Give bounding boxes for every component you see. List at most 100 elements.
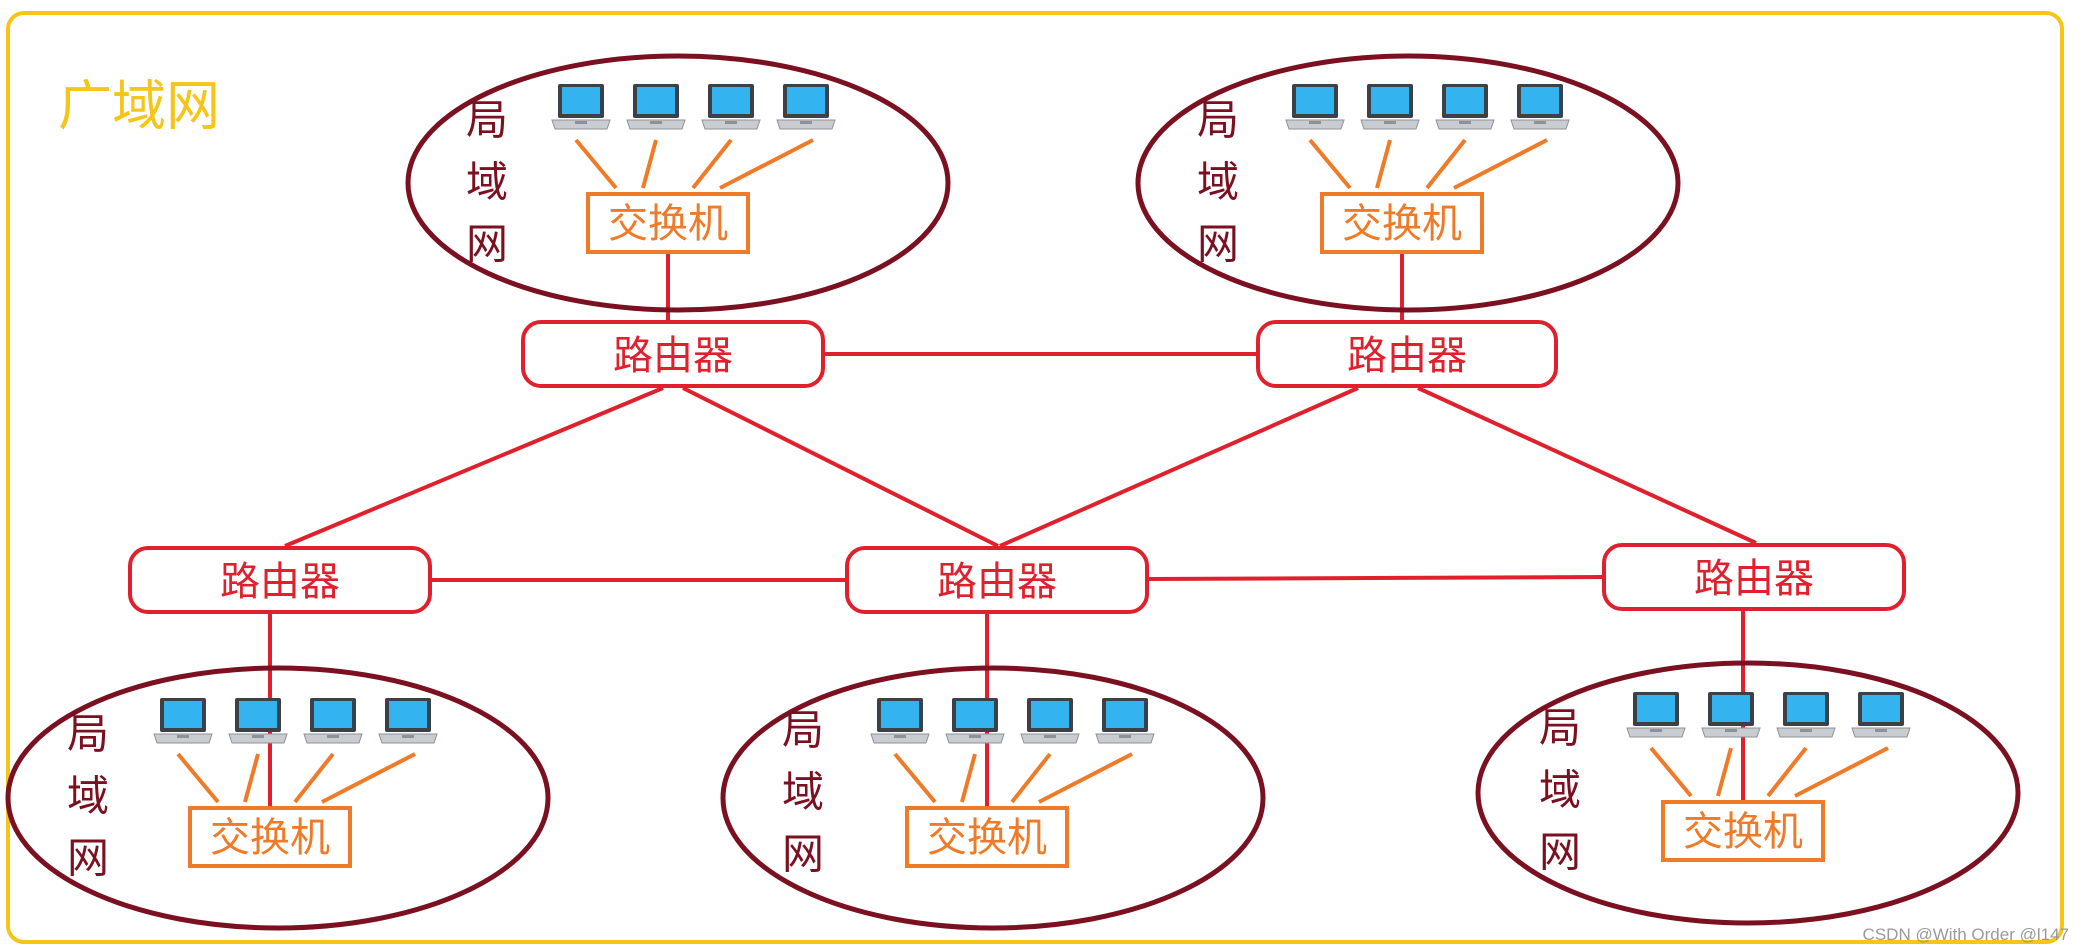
lan-label-char: 网 bbox=[782, 830, 824, 879]
laptop-icon bbox=[1020, 698, 1080, 744]
router-bottom-mid: 路由器 bbox=[845, 546, 1149, 614]
lan-top-left: 局域网 交换机 bbox=[405, 53, 951, 322]
switch-cable bbox=[1375, 139, 1392, 189]
router-box bbox=[1602, 543, 1906, 611]
laptop-icon bbox=[303, 698, 363, 744]
laptop-icon bbox=[701, 84, 761, 130]
lan-boundary bbox=[1475, 660, 2021, 926]
router-box bbox=[521, 320, 825, 388]
laptop-icon bbox=[153, 698, 213, 744]
laptop-icon bbox=[1701, 692, 1761, 738]
switch-box bbox=[905, 806, 1069, 868]
switch-cable bbox=[719, 138, 814, 190]
laptop-icon bbox=[945, 698, 1005, 744]
lan-label-char: 域 bbox=[782, 768, 824, 817]
switch-cable bbox=[321, 752, 416, 804]
watermark: CSDN @With Order @l147 bbox=[1862, 925, 2069, 944]
switch-label: 交换机 bbox=[210, 815, 330, 861]
lan-label-char: 网 bbox=[466, 220, 508, 269]
switch-box bbox=[1320, 192, 1484, 254]
laptop-icon bbox=[551, 84, 611, 130]
switch-cable bbox=[1038, 752, 1133, 804]
switch-box bbox=[1661, 800, 1825, 862]
switch-label: 交换机 bbox=[1342, 201, 1462, 247]
lan-label-char: 局 bbox=[782, 706, 824, 755]
laptop-icon bbox=[1095, 698, 1155, 744]
router-box bbox=[845, 546, 1149, 614]
switch-cable bbox=[1794, 746, 1889, 798]
laptop-icon bbox=[1776, 692, 1836, 738]
switch-cable bbox=[574, 138, 618, 190]
switch-cable bbox=[641, 139, 658, 189]
switch-cable bbox=[1010, 752, 1052, 804]
laptop-icon bbox=[1510, 84, 1570, 130]
laptop-icon bbox=[626, 84, 686, 130]
lan-label-char: 局 bbox=[1197, 96, 1239, 145]
switch-cable bbox=[893, 752, 937, 804]
lan-label-char: 网 bbox=[1539, 828, 1581, 877]
lan-label-char: 域 bbox=[1197, 158, 1239, 207]
switch-cable bbox=[1649, 746, 1693, 798]
lan-label-char: 域 bbox=[67, 772, 109, 821]
lan-label-char: 域 bbox=[466, 158, 508, 207]
router-links bbox=[284, 352, 1757, 582]
switch-cable bbox=[1453, 138, 1548, 190]
lan-label-char: 网 bbox=[67, 834, 109, 883]
lan-label-char: 网 bbox=[1197, 220, 1239, 269]
switch-cable bbox=[1766, 746, 1808, 798]
lan-bottom-mid: 局域网 交换机 bbox=[720, 612, 1266, 931]
switch-box bbox=[188, 806, 352, 868]
router-top-right: 路由器 bbox=[1256, 320, 1558, 388]
switch-box bbox=[586, 192, 750, 254]
switch-cable bbox=[1425, 138, 1467, 190]
router-label: 路由器 bbox=[220, 559, 340, 605]
router-link bbox=[1417, 386, 1757, 545]
router-label: 路由器 bbox=[1694, 556, 1814, 602]
switch-cable bbox=[960, 753, 977, 803]
laptop-icon bbox=[1851, 692, 1911, 738]
router-link bbox=[1146, 575, 1605, 581]
router-bottom-right: 路由器 bbox=[1602, 543, 1906, 611]
lan-label-char: 局 bbox=[1539, 704, 1581, 753]
laptop-icon bbox=[228, 698, 288, 744]
lan-bottom-left: 局域网 交换机 bbox=[5, 612, 551, 931]
wan-title: 广域网 bbox=[58, 75, 220, 138]
router-top-left: 路由器 bbox=[521, 320, 825, 388]
laptop-icon bbox=[378, 698, 438, 744]
laptop-icon bbox=[1435, 84, 1495, 130]
router-link bbox=[284, 386, 664, 548]
switch-cable bbox=[176, 752, 220, 804]
router-box bbox=[1256, 320, 1558, 388]
lan-boundary bbox=[405, 53, 951, 313]
switch-label: 交换机 bbox=[608, 201, 728, 247]
lan-label-char: 局 bbox=[466, 96, 508, 145]
wan-frame bbox=[6, 11, 2064, 944]
router-link bbox=[999, 386, 1359, 548]
switch-cable bbox=[691, 138, 733, 190]
lan-bottom-right: 局域网 交换机 bbox=[1475, 609, 2021, 926]
lan-boundary bbox=[5, 665, 551, 931]
laptop-icon bbox=[1626, 692, 1686, 738]
router-box bbox=[128, 546, 432, 614]
lan-label-char: 局 bbox=[67, 710, 109, 759]
switch-cable bbox=[293, 752, 335, 804]
laptop-icon bbox=[1285, 84, 1345, 130]
switch-label: 交换机 bbox=[927, 815, 1047, 861]
laptop-icon bbox=[1360, 84, 1420, 130]
switch-cable bbox=[1716, 747, 1733, 797]
router-link bbox=[682, 386, 999, 548]
switch-cable bbox=[243, 753, 260, 803]
lan-boundary bbox=[720, 665, 1266, 931]
switch-cable bbox=[1308, 138, 1352, 190]
laptop-icon bbox=[870, 698, 930, 744]
lan-top-right: 局域网 交换机 bbox=[1135, 53, 1681, 322]
router-label: 路由器 bbox=[937, 559, 1057, 605]
router-label: 路由器 bbox=[1347, 333, 1467, 379]
router-bottom-left: 路由器 bbox=[128, 546, 432, 614]
switch-label: 交换机 bbox=[1683, 809, 1803, 855]
lan-label-char: 域 bbox=[1539, 766, 1581, 815]
router-label: 路由器 bbox=[613, 333, 733, 379]
laptop-icon bbox=[776, 84, 836, 130]
